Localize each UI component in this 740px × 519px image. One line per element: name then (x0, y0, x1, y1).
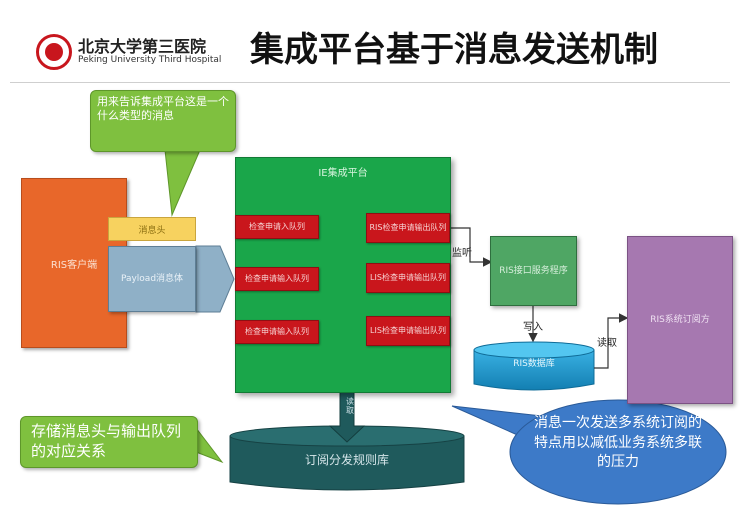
rule-base-label: 订阅分发规则库 (304, 453, 389, 467)
callout-left: 存储消息头与输出队列的对应关系 (20, 416, 198, 468)
edge-label-read: 读取 (597, 338, 617, 349)
ris-interface-service-box: RIS接口服务程序 (490, 236, 577, 306)
hospital-logo-icon (36, 34, 72, 70)
callout-top: 用来告诉集成平台这是一个什么类型的消息 (90, 90, 236, 152)
queue-left-2: 检查申请输入队列 (235, 267, 319, 291)
callout-left-tail (195, 426, 224, 464)
ris-db-label: RIS数据库 (513, 359, 555, 369)
message-head-box: 消息头 (108, 217, 196, 241)
hospital-logo-mark (45, 43, 63, 61)
edge-label-write: 写入 (523, 322, 543, 333)
queue-left-3: 检查申请输入队列 (235, 320, 319, 344)
queue-right-2: LIS检查申请输出队列 (366, 263, 450, 293)
org-name-en: Peking University Third Hospital (78, 55, 222, 65)
payload-arrow (195, 245, 235, 313)
header-divider (10, 82, 730, 83)
ris-subscriber-box: RIS系统订阅方 (627, 236, 733, 404)
callout-top-tail (164, 149, 201, 217)
org-name: 北京大学第三医院 (78, 37, 207, 56)
rule-arrow-label: 读取 (346, 397, 354, 415)
page-title: 集成平台基于消息发送机制 (250, 30, 658, 70)
callout-right-oval (509, 399, 727, 505)
payload-box: Payload消息体 (108, 246, 196, 312)
platform-title: IE集成平台 (318, 168, 368, 179)
queue-right-3: LIS检查申请输出队列 (366, 316, 450, 346)
callout-right-text: 消息一次发送多系统订阅的特点用以减低业务系统多联的压力 (534, 415, 702, 471)
queue-left-1: 检查申请入队列 (235, 215, 319, 239)
queue-right-1: RIS检查申请输出队列 (366, 213, 450, 243)
edge-label-listen: 监听 (452, 248, 472, 259)
